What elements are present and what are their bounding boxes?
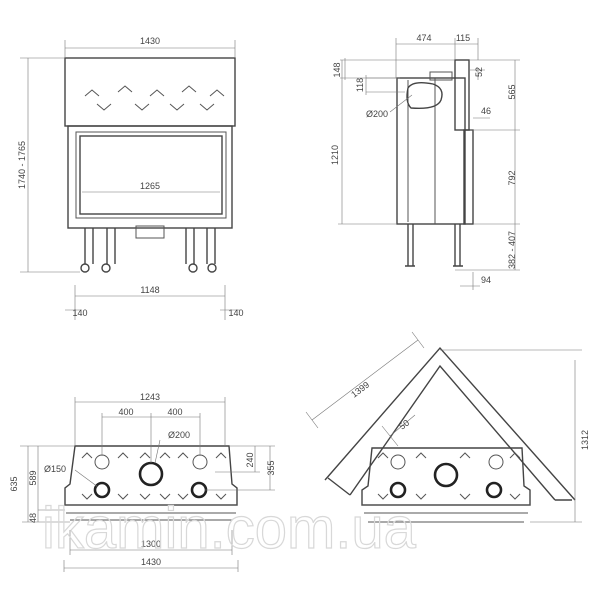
dim-glass-width: 1265 bbox=[140, 181, 160, 191]
dim-flue-offset: 118 bbox=[355, 78, 365, 92]
flue-outlet bbox=[406, 81, 443, 110]
dim-upper-height: 565 bbox=[507, 84, 517, 99]
dim-rear-offset-small: 240 bbox=[245, 452, 255, 467]
dim-depth-total: 635 bbox=[9, 476, 19, 491]
dim-main-outlet: Ø200 bbox=[168, 430, 190, 440]
dim-depth-body: 589 bbox=[28, 470, 38, 485]
dim-diagonal: 1399 bbox=[349, 380, 371, 400]
dim-spacing-right: 400 bbox=[167, 407, 182, 417]
dim-body-height: 1210 bbox=[330, 145, 340, 165]
legs bbox=[80, 228, 217, 273]
dim-side-outlet: Ø150 bbox=[44, 464, 66, 474]
dim-outer-width: 1430 bbox=[141, 557, 161, 567]
dim-front-depth: 48 bbox=[28, 513, 38, 523]
dim-depth: 474 bbox=[416, 33, 431, 43]
dim-corner-depth: 1312 bbox=[580, 430, 590, 450]
dim-inner-width: 1300 bbox=[141, 539, 161, 549]
watermark: ikamin.com.ua bbox=[42, 496, 417, 561]
dim-spacing-left: 400 bbox=[118, 407, 133, 417]
dim-right-offset: 140 bbox=[228, 308, 243, 318]
front-view: 1430 1740 - 1765 1265 1148 140 140 bbox=[17, 36, 244, 320]
top-view: 1243 400 400 Ø200 Ø150 635 589 48 240 35… bbox=[9, 392, 276, 572]
dim-step: 46 bbox=[481, 106, 491, 116]
dim-gap-top: 52 bbox=[474, 67, 484, 77]
dim-chimney-depth: 115 bbox=[456, 33, 470, 43]
glass-door bbox=[79, 135, 223, 215]
main-outlet bbox=[138, 461, 164, 487]
dim-leg-offset: 94 bbox=[481, 275, 491, 285]
corner-view: 1399 50 1312 bbox=[305, 331, 590, 523]
dim-top-offset: 148 bbox=[332, 62, 342, 77]
dim-lower-height: 792 bbox=[507, 170, 517, 185]
side-view: 474 115 148 118 Ø200 1210 565 52 46 792 … bbox=[330, 33, 520, 290]
dim-left-offset: 140 bbox=[72, 308, 87, 318]
dim-leg-height: 382 - 407 bbox=[507, 231, 517, 269]
dim-leg-span: 1148 bbox=[140, 285, 159, 295]
chevron-pattern bbox=[84, 85, 225, 111]
dim-rear-offset-large: 355 bbox=[266, 460, 276, 475]
dim-angle: 50 bbox=[397, 418, 411, 432]
dim-flue-diameter: Ø200 bbox=[366, 109, 388, 119]
dim-width-total: 1430 bbox=[140, 36, 160, 46]
dim-height-range: 1740 - 1765 bbox=[17, 141, 27, 189]
dim-outlet-span: 1243 bbox=[140, 392, 160, 402]
